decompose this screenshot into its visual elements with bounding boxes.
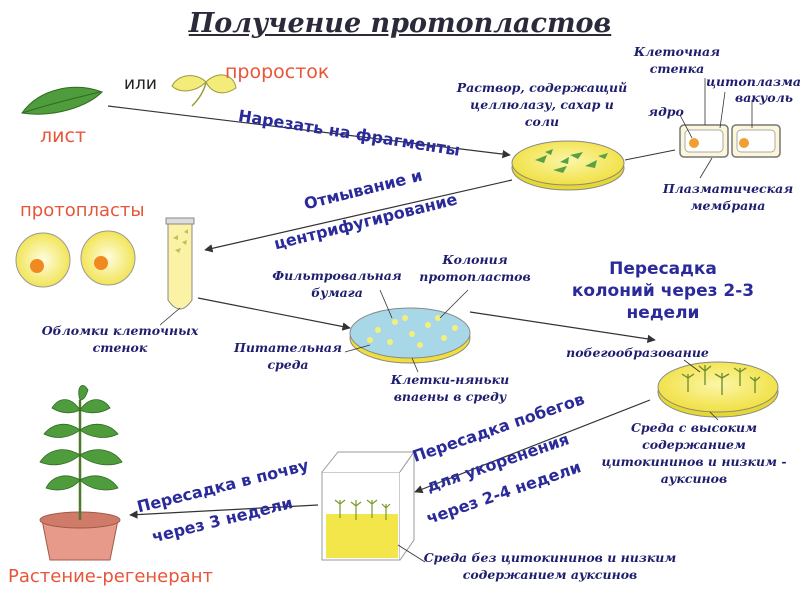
label-or: или <box>124 74 157 94</box>
label-seedling: проросток <box>225 61 330 83</box>
protoplast-cells <box>15 230 136 288</box>
label-protoplasts: протопласты <box>20 200 145 221</box>
step-transfer-colonies-line2: колоний через 2-3 <box>571 281 755 302</box>
label-protoplast-colony: Колония протопластов <box>419 252 531 284</box>
label-nucleus: ядро <box>648 104 684 119</box>
label-nurse-cells: Клетки-няньки впаены в среду <box>390 372 510 404</box>
step-transfer-colonies-line3: недели <box>626 303 700 324</box>
centrifuge-tube <box>159 217 195 326</box>
label-cell-wall: Клеточная стенка <box>633 44 721 76</box>
label-cell-wall-debris: Обломки клеточных стенок <box>41 323 199 355</box>
regenerated-plant <box>39 385 123 561</box>
plant-cells <box>679 78 781 179</box>
label-filter-paper: Фильтровальная бумага <box>272 268 402 300</box>
label-plasma-membrane: Плазматическая мембрана <box>662 181 794 213</box>
label-regenerated-plant: Растение-регенерант <box>8 566 213 587</box>
label-auxin-medium: Среда без цитокининов и низким содержани… <box>423 550 677 582</box>
label-enzyme-solution: Раствор, содержащий целлюлазу, сахар и с… <box>456 80 628 129</box>
page-title: Получение протопластов <box>188 8 612 39</box>
step-transfer-colonies: Пересадка колоний через 2-3 недели <box>568 258 758 324</box>
rooting-container <box>321 450 426 563</box>
label-shoot-formation: побегообразование <box>566 345 709 360</box>
shoot-formation-dish <box>657 359 779 421</box>
label-cytoplasm: цитоплазма <box>706 74 800 89</box>
seedling-illustration <box>171 74 237 107</box>
filter-paper-dish <box>344 289 471 373</box>
label-leaf: лист <box>40 125 87 147</box>
leaf-illustration <box>21 86 103 115</box>
label-vacuole: вакуоль <box>735 90 793 105</box>
label-nutrient-medium: Питательная среда <box>234 340 342 372</box>
label-high-cytokinin-medium: Среда с высоким содержанием цитокининов … <box>601 420 787 486</box>
enzyme-dish <box>511 140 625 191</box>
step-transfer-colonies-line1: Пересадка <box>609 259 717 279</box>
